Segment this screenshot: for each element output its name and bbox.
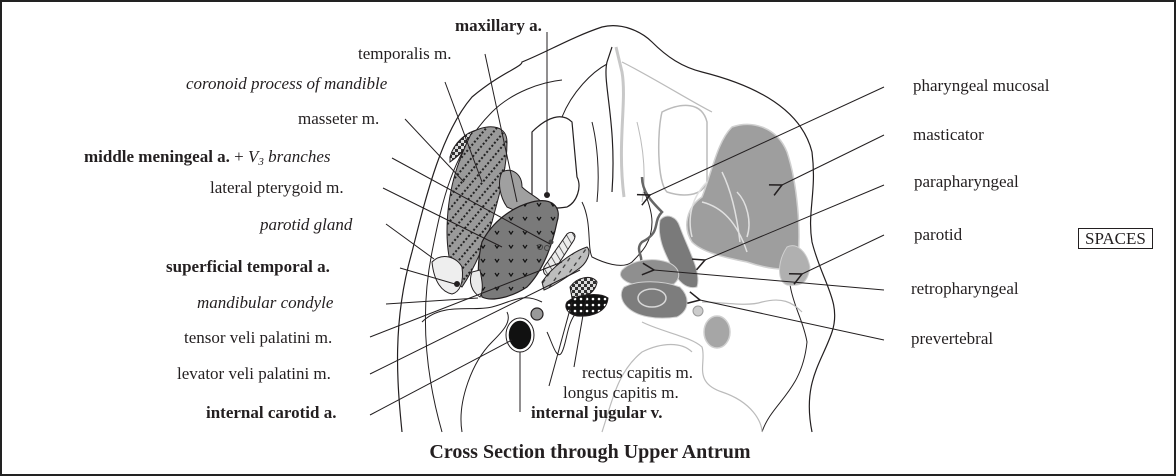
leader-coronoid	[444, 81, 483, 183]
head-outline	[396, 25, 836, 433]
superficial-temporal-dot	[454, 281, 460, 287]
label-space-retropharyngeal: retropharyngeal	[911, 279, 1019, 298]
arrow-pharyngeal-mucosal	[650, 86, 885, 195]
label-middle-meningeal-plus: +	[229, 147, 249, 166]
label-internal-jugular: internal jugular v.	[531, 403, 663, 422]
leader-longus-capitis	[548, 301, 573, 387]
leader-middle-meningeal	[391, 157, 551, 245]
nasal-cavity-left	[531, 116, 580, 209]
outer-skin-left	[424, 79, 563, 433]
label-middle-meningeal: middle meningeal a. + V3 branches	[84, 147, 330, 172]
label-space-parapharyngeal: parapharyngeal	[914, 172, 1019, 191]
label-mandibular-condyle: mandibular condyle	[197, 293, 334, 312]
leader-temporalis	[484, 53, 518, 203]
label-internal-carotid: internal carotid a.	[206, 403, 337, 422]
longus-capitis-shape	[565, 294, 609, 317]
parotid-space	[779, 245, 811, 286]
prevertebral-space	[620, 281, 688, 319]
label-space-pharyngeal-mucosal: pharyngeal mucosal	[913, 76, 1050, 95]
right-jugular-shape	[703, 315, 731, 349]
label-longus-capitis: longus capitis m.	[563, 383, 679, 402]
leader-masseter	[404, 118, 465, 183]
arrow-retropharyngeal	[654, 270, 885, 291]
leader-lateral-pterygoid	[382, 187, 503, 248]
figure-caption: Cross Section through Upper Antrum	[429, 441, 751, 463]
maxillary-artery-dot	[544, 192, 550, 198]
arrow-parapharyngeal	[705, 184, 885, 260]
label-parotid-gland: parotid gland	[260, 215, 353, 234]
tensor-veli-shape	[543, 231, 576, 277]
condyle-shape	[469, 269, 483, 298]
label-maxillary-artery: maxillary a.	[455, 16, 542, 35]
arrow-parotid	[802, 234, 885, 274]
arrow-masticator	[782, 134, 885, 185]
leader-internal-carotid	[369, 339, 513, 416]
leader-superficial-temporal	[399, 267, 456, 285]
leader-tensor-veli	[369, 261, 563, 338]
label-superficial-temporal: superficial temporal a.	[166, 257, 330, 276]
nasal-septum-light	[614, 46, 626, 198]
label-rectus-capitis: rectus capitis m.	[582, 363, 693, 382]
label-levator-veli: levator veli palatini m.	[177, 364, 331, 383]
label-lateral-pterygoid: lateral pterygoid m.	[210, 178, 344, 197]
nasal-cavity-right	[657, 104, 708, 196]
label-middle-meningeal-v: V	[248, 147, 259, 166]
leader-arrows-right	[650, 86, 885, 341]
pharynx-outline	[581, 191, 653, 266]
parapharyngeal-space	[658, 215, 699, 289]
label-temporalis: temporalis m.	[358, 44, 452, 63]
leader-lines-left	[369, 32, 588, 416]
label-space-masticator: masticator	[913, 125, 984, 144]
parotid-gland-shape	[431, 256, 463, 295]
arrow-prevertebral	[700, 300, 885, 341]
leader-levator-veli	[369, 269, 581, 375]
internal-carotid-shape	[507, 319, 533, 351]
spaces-heading-box: SPACES	[1078, 228, 1153, 249]
leader-condyle	[385, 297, 479, 305]
label-masseter: masseter m.	[298, 109, 380, 128]
internal-jugular-shape	[530, 307, 544, 321]
label-middle-meningeal-sub: 3	[258, 156, 264, 168]
leader-parotid-gland	[385, 223, 435, 260]
masseter-shape	[446, 126, 508, 288]
label-tensor-veli: tensor veli palatini m.	[184, 328, 333, 347]
leader-rectus-capitis	[573, 291, 588, 368]
nasal-septum	[605, 46, 614, 193]
label-middle-meningeal-branches: branches	[263, 147, 331, 166]
label-space-parotid: parotid	[914, 225, 963, 244]
label-middle-meningeal-bold: middle meningeal a.	[84, 147, 230, 166]
label-space-prevertebral: prevertebral	[911, 329, 994, 348]
pharyngeal-mucosa-line	[631, 176, 664, 269]
levator-veli-shape	[541, 246, 590, 291]
label-coronoid-process: coronoid process of mandible	[186, 74, 388, 93]
